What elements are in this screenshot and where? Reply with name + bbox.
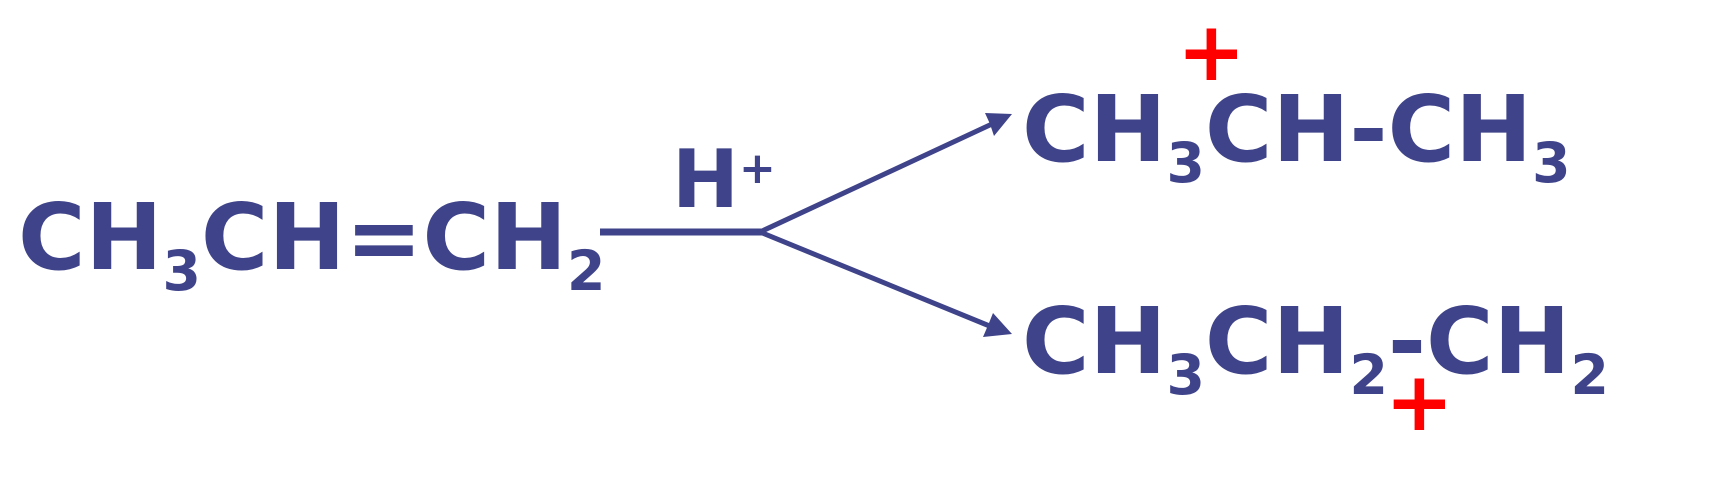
product-2-formula: CH3CH2-CH2 xyxy=(1022,296,1609,404)
product-2-part: -CH xyxy=(1387,288,1571,395)
reactant-formula: CH3CH=CH2 xyxy=(18,192,605,300)
reactant-part: CH xyxy=(18,184,163,291)
product-2-part: CH xyxy=(1022,288,1167,395)
reagent-charge: + xyxy=(738,142,776,194)
product-1-part: CH-CH xyxy=(1204,76,1533,183)
product-2-subscript: 2 xyxy=(1570,343,1609,408)
reagent-base: H xyxy=(672,133,739,226)
upper-arrowhead xyxy=(985,113,1012,136)
product-1-subscript: 3 xyxy=(1166,131,1205,196)
product-2-charge: + xyxy=(1385,355,1454,450)
reagent-label: H+ xyxy=(672,140,776,220)
product-1-charge: + xyxy=(1177,5,1246,100)
lower-arrowhead xyxy=(983,313,1012,337)
product-1-formula: CH3CH-CH3 xyxy=(1022,84,1571,192)
product-2-subscript: 3 xyxy=(1166,343,1205,408)
product-1-subscript: 3 xyxy=(1532,131,1571,196)
reactant-part: CH=CH xyxy=(200,184,568,291)
reactant-subscript: 2 xyxy=(567,239,606,304)
reactant-subscript: 3 xyxy=(162,239,201,304)
product-2-subscript: 2 xyxy=(1349,343,1388,408)
product-1-part: CH xyxy=(1022,76,1167,183)
upper-branch-line xyxy=(757,121,995,235)
product-2-part: CH xyxy=(1204,288,1350,395)
lower-branch-line xyxy=(757,229,995,330)
